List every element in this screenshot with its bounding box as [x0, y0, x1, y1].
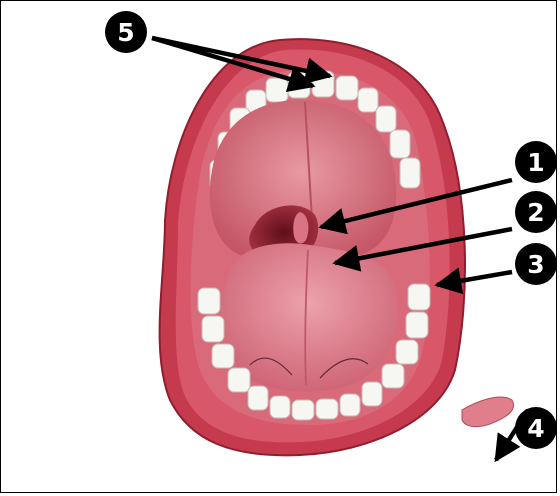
svg-text:1: 1 [527, 148, 544, 177]
marker-1: 1 [515, 141, 557, 183]
cheek-tissue [462, 397, 514, 427]
marker-5: 5 [105, 11, 147, 53]
marker-3: 3 [515, 243, 557, 285]
svg-text:3: 3 [527, 250, 544, 279]
svg-text:4: 4 [527, 414, 544, 443]
marker-2: 2 [515, 191, 557, 233]
marker-4: 4 [515, 407, 557, 449]
svg-text:2: 2 [527, 198, 544, 227]
svg-text:5: 5 [117, 18, 134, 47]
